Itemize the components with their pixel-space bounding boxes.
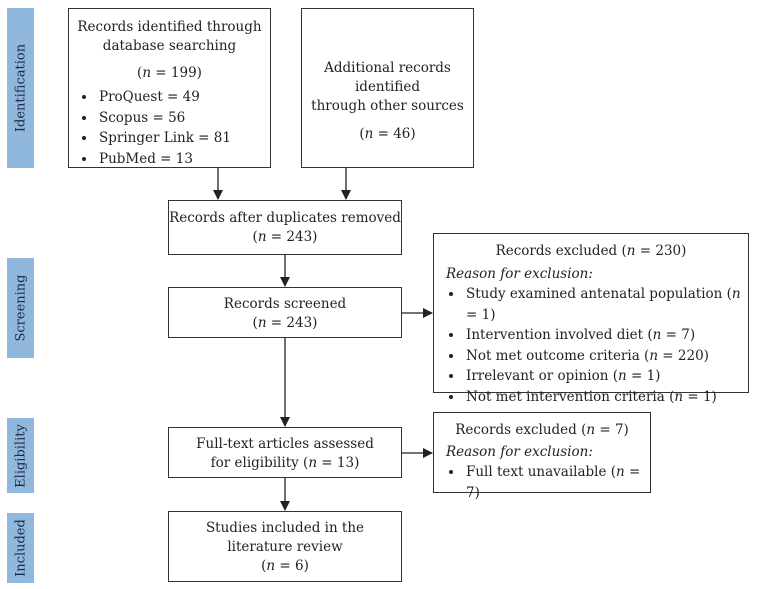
studies-included-line1: Studies included in the (205, 520, 365, 536)
excluded-screening-reasons: Study examined antenatal population (n =… (446, 284, 748, 407)
count-value: = 199) (151, 65, 202, 81)
list-item: Study examined antenatal population (n =… (464, 284, 748, 325)
excluded-eligibility-reasons: Full text unavailable (n = 7) (446, 462, 650, 503)
count-variable: n (649, 347, 659, 364)
database-search-line2: database searching (102, 38, 237, 54)
records-screened-count: (n = 243) (252, 315, 318, 331)
count-value: = 7) (661, 327, 696, 343)
other-sources-box: Additional records identified through ot… (301, 8, 474, 168)
count-variable: n (674, 388, 684, 405)
count-variable: n (652, 327, 662, 343)
fulltext-assessed-box: Full-text articles assessed for eligibil… (168, 427, 402, 478)
studies-included-box: Studies included in the literature revie… (168, 511, 402, 582)
records-screened-box: Records screened (n = 243) (168, 287, 402, 338)
list-item: Springer Link = 81 (97, 128, 270, 149)
database-search-box: Records identified through database sear… (68, 8, 271, 168)
count-value: = 220) (658, 347, 709, 364)
count-value: = 13) (317, 455, 360, 471)
count-value: = 243) (266, 315, 318, 331)
excluded-screening-reason-label: Reason for exclusion: (446, 266, 593, 282)
count-value: = 1) (683, 388, 717, 405)
reason-text: Not met intervention criteria ( (466, 388, 675, 405)
count-value: = 1) (466, 306, 496, 323)
excluded-eligibility-box: Records excluded (n = 7) Reason for excl… (433, 412, 651, 501)
count-variable: n (308, 455, 318, 471)
excluded-screening-box: Records excluded (n = 230) Reason for ex… (433, 233, 749, 405)
list-item: Intervention involved diet (n = 7) (464, 325, 748, 346)
fulltext-assessed-line2: for eligibility (n = 13) (169, 454, 401, 473)
excluded-screening-title: Records excluded (n = 230) (446, 242, 748, 261)
duplicates-removed-box: Records after duplicates removed (n = 24… (168, 200, 402, 255)
excluded-eligibility-title: Records excluded (n = 7) (446, 421, 650, 440)
count-variable: n (257, 229, 267, 245)
phase-screening: Screening (7, 258, 34, 358)
reason-text: Intervention involved diet ( (466, 327, 653, 343)
count-value: = 7) (466, 464, 641, 501)
title-text: Records excluded ( (495, 243, 627, 259)
fulltext-assessed-line1: Full-text articles assessed (196, 436, 374, 452)
records-screened-line1: Records screened (223, 296, 347, 312)
list-item: Full text unavailable (n = 7) (464, 462, 650, 503)
other-sources-line1: Additional records identified (324, 60, 451, 95)
database-source-list: ProQuest = 49 Scopus = 56 Springer Link … (69, 87, 270, 169)
count-variable: n (266, 558, 276, 574)
reason-text: Not met outcome criteria ( (466, 347, 650, 364)
other-sources-count: (n = 46) (359, 126, 416, 142)
reason-text: Full text unavailable ( (466, 464, 617, 480)
list-item: PubMed = 13 (97, 149, 270, 170)
phase-included: Included (7, 513, 34, 583)
count-value: = 1) (626, 368, 661, 384)
list-item: ProQuest = 49 (97, 87, 270, 108)
count-value: = 6) (275, 558, 309, 574)
count-variable: n (257, 315, 267, 331)
excluded-eligibility-reason-label: Reason for exclusion: (446, 444, 593, 460)
title-text: Records excluded ( (455, 422, 587, 438)
studies-included-count: (n = 6) (261, 558, 309, 574)
database-search-count: (n = 199) (137, 65, 202, 81)
reason-text: Study examined antenatal population ( (466, 286, 732, 302)
duplicates-removed-line1: Records after duplicates removed (169, 210, 401, 226)
list-item: Not met outcome criteria (n = 220) (464, 346, 748, 367)
phase-eligibility: Eligibility (7, 418, 34, 493)
count-variable: n (586, 422, 596, 438)
list-item: Irrelevant or opinion (n = 1) (464, 366, 748, 387)
count-value: = 46) (373, 126, 416, 142)
reason-text: Irrelevant or opinion ( (466, 368, 618, 384)
list-item: Not met intervention criteria (n = 1) (464, 387, 748, 408)
count-variable: n (626, 243, 636, 259)
count-value: = 230) (635, 243, 687, 259)
line2-text: for eligibility ( (210, 455, 309, 471)
list-item: Scopus = 56 (97, 108, 270, 129)
count-variable: n (617, 368, 627, 384)
count-variable: n (616, 464, 625, 480)
phase-identification: Identification (7, 8, 34, 168)
count-variable: n (731, 286, 741, 302)
count-variable: n (142, 65, 152, 81)
count-value: = 7) (595, 422, 629, 438)
duplicates-removed-count: (n = 243) (252, 229, 318, 245)
other-sources-line2: through other sources (311, 98, 464, 114)
count-value: = 243) (266, 229, 318, 245)
studies-included-line2: literature review (227, 539, 343, 555)
count-variable: n (364, 126, 374, 142)
database-search-line1: Records identified through (77, 19, 262, 35)
